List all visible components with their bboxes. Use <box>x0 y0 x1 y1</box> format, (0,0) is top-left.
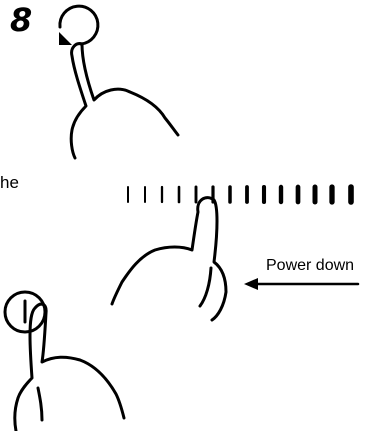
timer-dial-icon[interactable] <box>59 6 98 45</box>
power-on-off-icon[interactable] <box>5 292 45 332</box>
power-slider-bar-icon[interactable] <box>128 187 351 202</box>
finger-pointer-icon <box>71 44 178 158</box>
power-down-arrow <box>244 278 358 290</box>
finger-pointer-icon <box>15 304 124 431</box>
finger-pointer-icon <box>112 198 226 320</box>
